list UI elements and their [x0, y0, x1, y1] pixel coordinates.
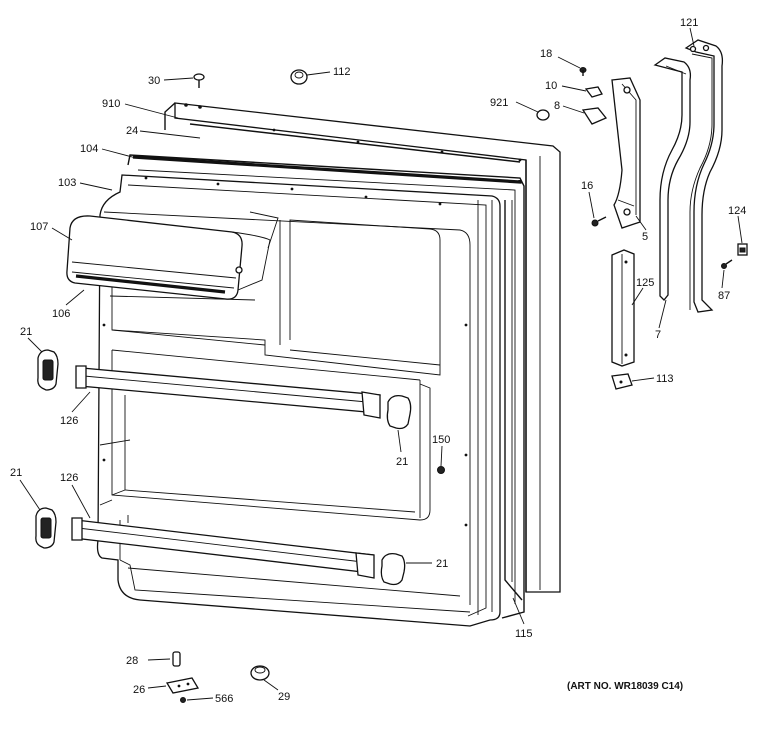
shelf-bracket-left-bottom	[35, 507, 57, 549]
callout-24: 24	[126, 125, 138, 137]
screw-16	[591, 216, 607, 227]
callout-7: 7	[655, 329, 661, 341]
part-921	[536, 109, 550, 121]
callout-21-right-bottom: 21	[436, 558, 448, 570]
pin-28	[172, 651, 181, 667]
callout-16: 16	[581, 180, 593, 192]
callout-566: 566	[215, 693, 233, 705]
callout-labels: 30 112 910 24 104 103 107 106 21 126 21 …	[10, 17, 746, 705]
part-10	[584, 86, 603, 98]
lower-recess	[99, 349, 431, 521]
door-outer-shell	[164, 102, 561, 593]
handle-7	[653, 57, 692, 301]
callout-8: 8	[554, 100, 560, 112]
screw-30	[193, 73, 205, 88]
screw-18	[579, 67, 587, 76]
screw-150	[437, 466, 445, 474]
callout-150: 150	[432, 434, 450, 446]
callout-126-lower: 126	[60, 472, 78, 484]
art-number: (ART NO. WR18039 C14)	[567, 681, 683, 692]
cap-29	[250, 665, 270, 681]
callout-30: 30	[148, 75, 160, 87]
callout-104: 104	[80, 143, 98, 155]
leader-lines	[19, 27, 743, 701]
callout-18: 18	[540, 48, 552, 60]
plug-112	[290, 69, 308, 85]
callout-29: 29	[278, 691, 290, 703]
callout-113: 113	[656, 373, 674, 385]
callout-21-top-left: 21	[20, 326, 32, 338]
callout-26: 26	[133, 684, 145, 696]
callout-910: 910	[102, 98, 120, 110]
hinge-bracket-5	[611, 77, 641, 229]
callout-121: 121	[680, 17, 698, 29]
strip-115	[504, 200, 523, 601]
callout-115: 115	[515, 628, 533, 640]
callout-106: 106	[52, 308, 70, 320]
shelf-bracket-left-top	[37, 349, 59, 391]
handle-121	[684, 39, 724, 313]
callout-124: 124	[728, 205, 746, 217]
shelf-bracket-right-bottom	[380, 552, 406, 586]
shelf-bracket-right-top	[386, 394, 412, 430]
screw-566	[180, 697, 186, 703]
callout-87: 87	[718, 290, 730, 302]
callout-5: 5	[642, 231, 648, 243]
callout-103: 103	[58, 177, 76, 189]
callout-10: 10	[545, 80, 557, 92]
lower-shelf-bar	[71, 517, 375, 579]
callout-126-upper: 126	[60, 415, 78, 427]
callout-921: 921	[490, 97, 508, 109]
dairy-door	[66, 211, 279, 300]
upper-shelf-bar	[75, 365, 381, 419]
callout-21-bottom-left: 21	[10, 467, 22, 479]
plate-26	[165, 677, 200, 694]
callout-21-right-top: 21	[396, 456, 408, 468]
callout-125: 125	[636, 277, 654, 289]
callout-107: 107	[30, 221, 48, 233]
callout-28: 28	[126, 655, 138, 667]
screw-87	[721, 259, 733, 269]
part-113	[611, 373, 633, 390]
part-124	[737, 243, 748, 256]
part-8	[581, 107, 608, 125]
callout-112: 112	[333, 66, 351, 78]
strip-125	[611, 249, 635, 367]
